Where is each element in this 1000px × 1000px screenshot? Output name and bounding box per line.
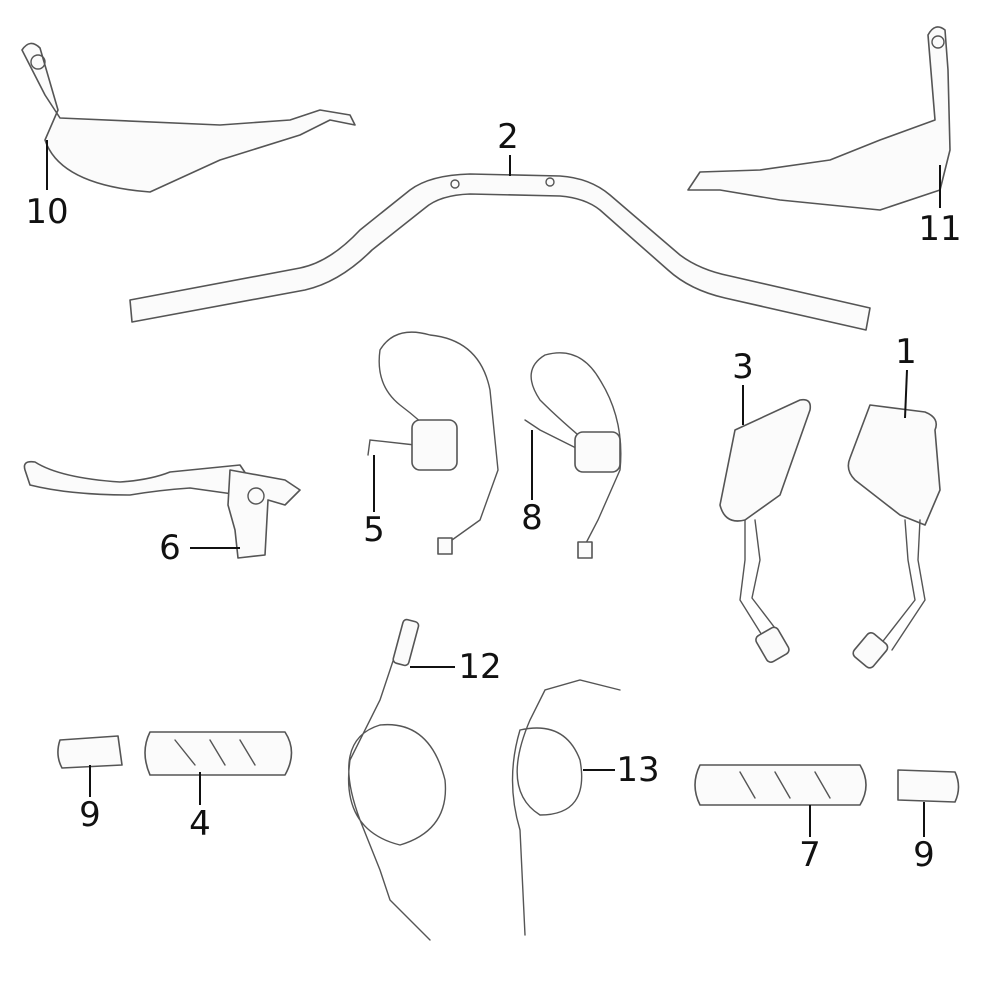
callout-3: 3: [732, 347, 754, 387]
clutch-cable: [347, 618, 447, 941]
right-grip: [694, 764, 867, 806]
callout-11: 11: [918, 209, 962, 249]
right-switch: [524, 352, 622, 559]
callout-5: 5: [363, 510, 385, 550]
leader-lines: [46, 140, 941, 837]
callout-8: 8: [521, 498, 543, 538]
callout-4: 4: [189, 804, 211, 844]
left-mirror: [719, 398, 812, 663]
callout-7: 7: [799, 835, 821, 875]
callout-9-right: 9: [913, 835, 935, 875]
right-bar-end: [897, 769, 960, 803]
right-mirror: [847, 404, 941, 669]
left-switch: [367, 331, 499, 555]
callout-2: 2: [497, 117, 519, 157]
left-bar-end: [57, 735, 123, 769]
callout-6: 6: [159, 528, 181, 568]
callout-9-left: 9: [79, 795, 101, 835]
callout-1: 1: [895, 332, 917, 372]
handlebar: [129, 173, 871, 331]
throttle-cable: [511, 679, 621, 936]
left-grip: [144, 731, 293, 776]
callout-12: 12: [458, 647, 502, 687]
left-hand-guard: [21, 42, 356, 193]
right-hand-guard: [687, 26, 951, 211]
callout-13: 13: [616, 750, 660, 790]
clutch-lever: [23, 460, 301, 559]
callout-10: 10: [25, 192, 69, 232]
